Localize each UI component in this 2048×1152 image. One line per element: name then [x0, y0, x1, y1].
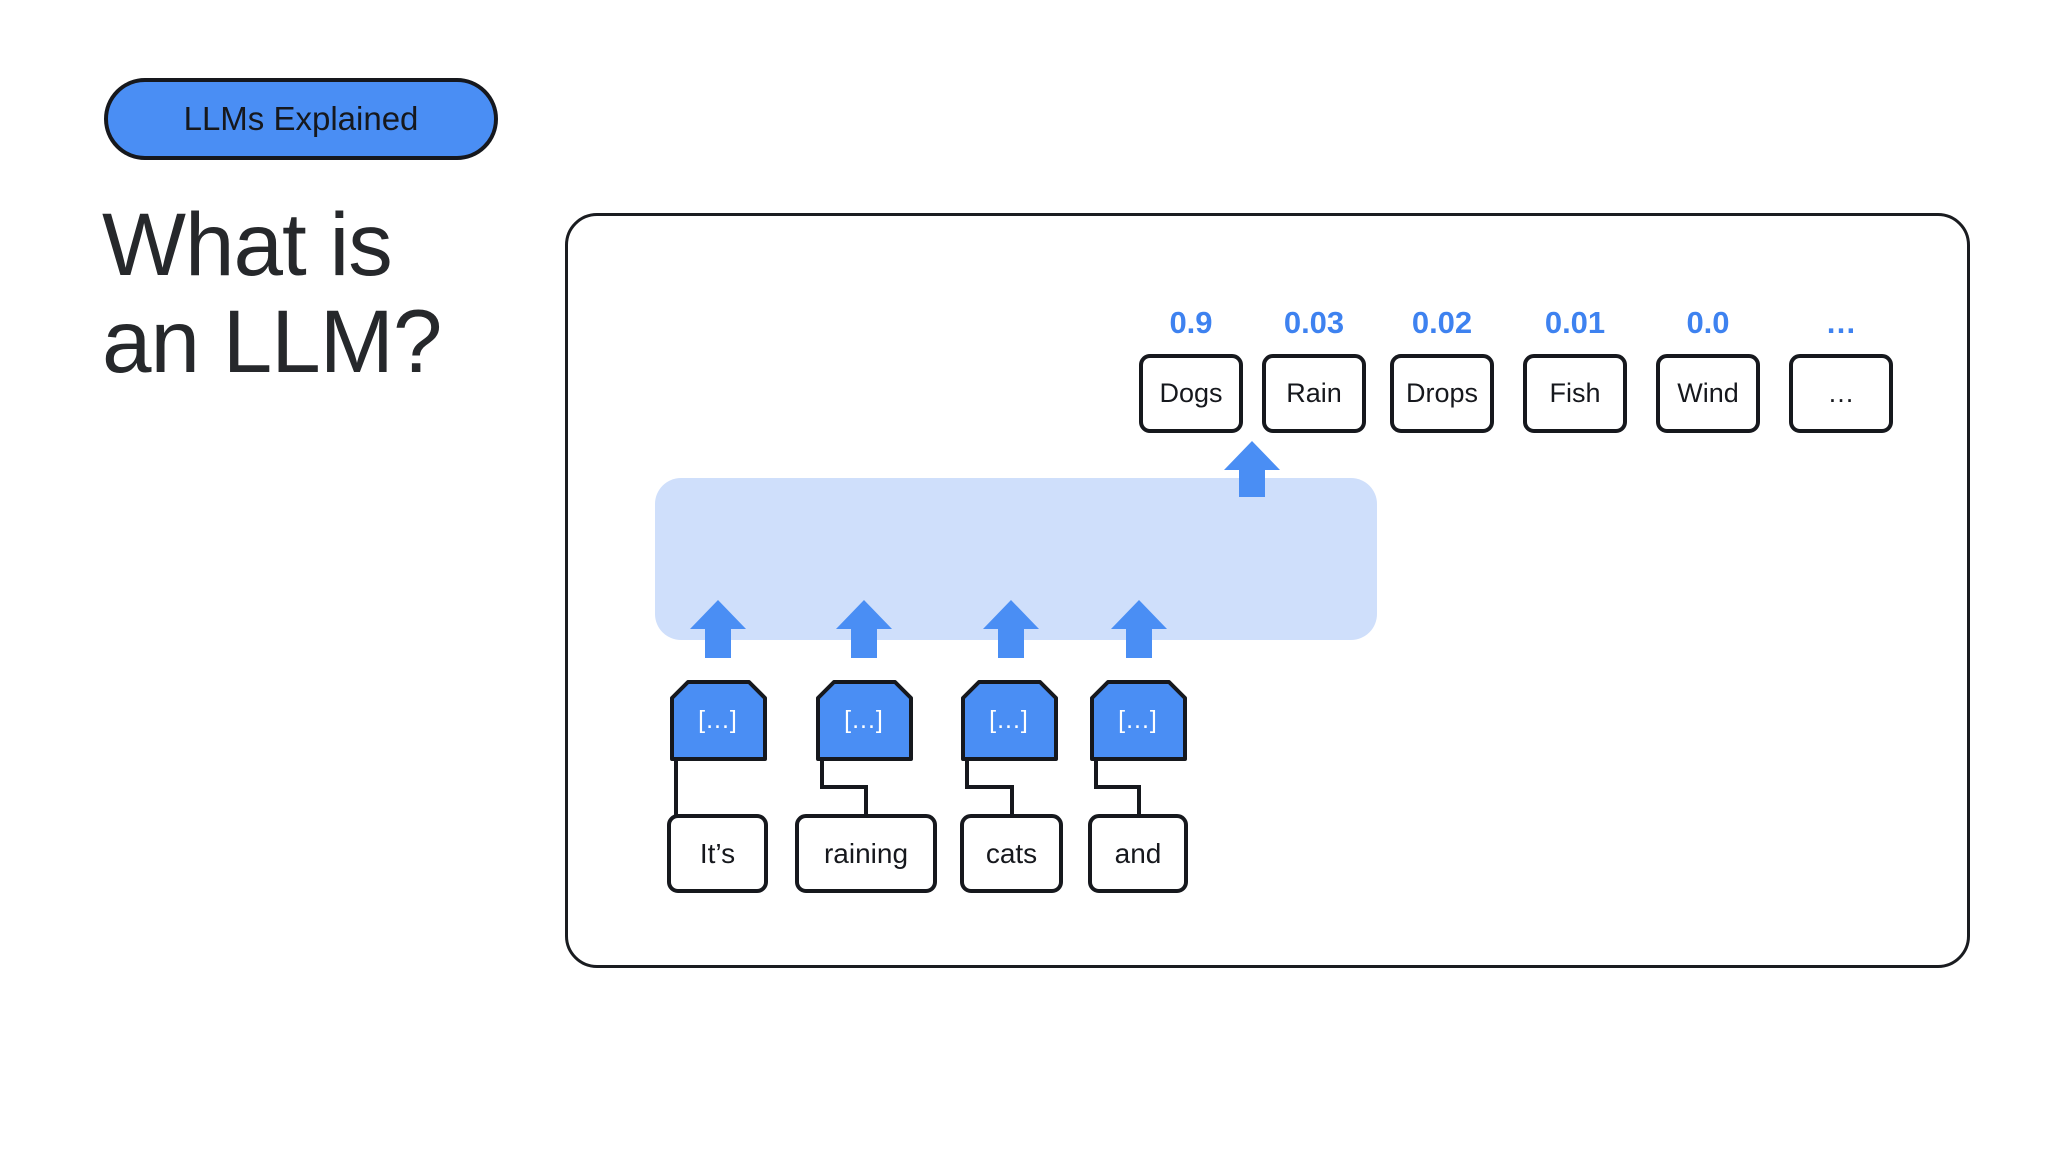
- title-line-1: What is: [102, 194, 393, 294]
- page-title: What is an LLM?: [102, 194, 442, 391]
- output-box-wind: Wind: [1656, 354, 1760, 433]
- embedding-label-2: [...]: [844, 706, 884, 734]
- probability-fish: 0.01: [1544, 305, 1606, 340]
- probability-drops: 0.02: [1411, 305, 1473, 340]
- probability-ellipsis: …: [1825, 305, 1857, 340]
- embedding-label-1: [...]: [698, 706, 738, 734]
- output-box-fish: Fish: [1523, 354, 1627, 433]
- probability-dogs: 0.9: [1169, 305, 1213, 340]
- title-line-2: an LLM?: [102, 291, 442, 391]
- badge: LLMs Explained: [104, 78, 498, 160]
- probability-rain: 0.03: [1283, 305, 1345, 340]
- output-box-dogs: Dogs: [1139, 354, 1243, 433]
- output-box-rain: Rain: [1262, 354, 1366, 433]
- token-box-and: and: [1088, 814, 1188, 893]
- embedding-label-4: [...]: [1118, 706, 1158, 734]
- llm-block: [655, 478, 1377, 640]
- badge-label: LLMs Explained: [183, 100, 419, 137]
- token-box-its: It’s: [667, 814, 768, 893]
- output-box-ellipsis: …: [1789, 354, 1893, 433]
- probability-wind: 0.0: [1686, 305, 1730, 340]
- embedding-label-3: [...]: [989, 706, 1029, 734]
- token-box-cats: cats: [960, 814, 1063, 893]
- token-box-raining: raining: [795, 814, 937, 893]
- output-box-drops: Drops: [1390, 354, 1494, 433]
